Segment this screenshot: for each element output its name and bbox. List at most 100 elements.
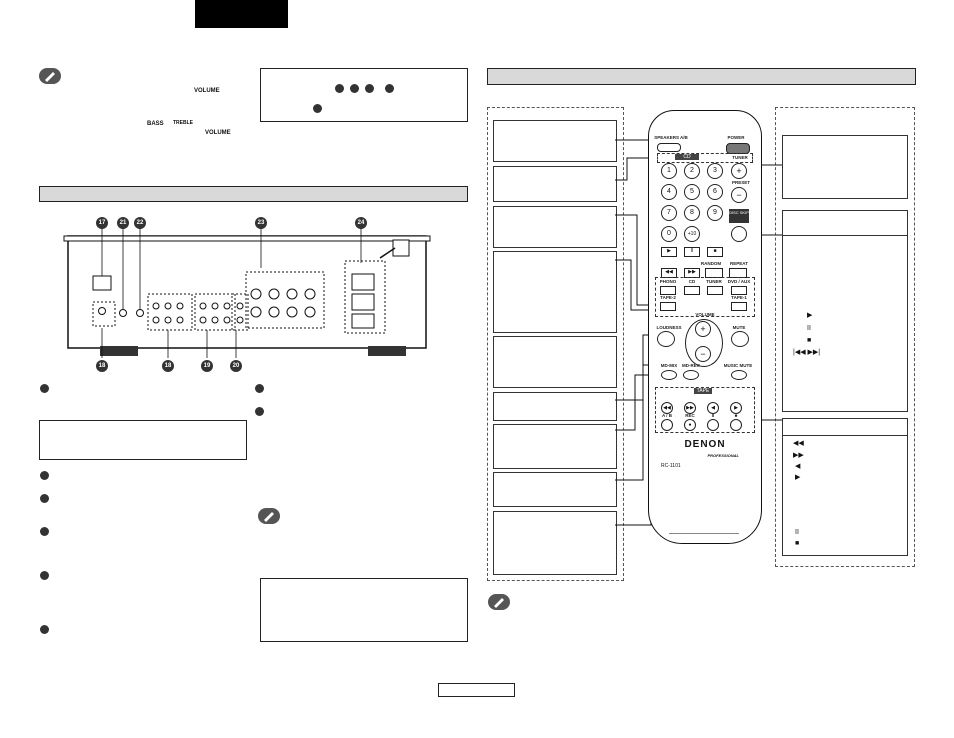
note-box-top [260, 68, 468, 122]
disc-skip-round-button[interactable] [731, 226, 747, 242]
tape1-button[interactable] [731, 302, 747, 311]
bullet [255, 407, 264, 416]
note-box-mid-left [39, 420, 247, 460]
num-2-button[interactable]: 2 [684, 163, 700, 179]
tape-ffwd-button[interactable]: ▶▶ [684, 402, 696, 414]
md-rec-button[interactable] [683, 370, 699, 380]
tape-forward-button[interactable]: ▶ [730, 402, 742, 414]
volume-label: VOLUME [695, 312, 715, 317]
power-label: POWER [727, 135, 745, 140]
left-callout-column [487, 107, 624, 581]
desc-box-cd [493, 166, 617, 202]
desc-box-tape: ◀◀ ▶▶ ◀ ▶ II ■ [782, 418, 908, 556]
callout-circle [313, 104, 322, 113]
speakers-label: SPEAKERS A/B [654, 135, 688, 140]
tape-pause-label: II [711, 413, 715, 418]
tuner-label: TUNER [732, 155, 748, 160]
preset-up-button[interactable]: + [731, 163, 747, 179]
callout-17: 17 [96, 217, 108, 229]
tape-stop-button[interactable] [730, 419, 742, 431]
num-6-button[interactable]: 6 [707, 184, 723, 200]
treble-label: TREBLE [173, 120, 193, 126]
disc-skip-button[interactable]: DISC SKIP [729, 209, 749, 223]
num-1-button[interactable]: 1 [661, 163, 677, 179]
tuner-button[interactable] [707, 286, 723, 295]
rewind-symbol: ◀◀ [793, 440, 804, 447]
bullet [40, 494, 49, 503]
bullet [255, 384, 264, 393]
callout-circle [365, 84, 374, 93]
pause-button[interactable]: II [684, 247, 700, 257]
bullet [40, 384, 49, 393]
brand-sub: PROFESSIONAL [707, 453, 739, 458]
cd-header: CD [675, 154, 699, 160]
tape-rewind-button[interactable]: ◀◀ [661, 402, 673, 414]
desc-box-md-mix [493, 472, 617, 507]
tape-reverse-button[interactable]: ◀ [707, 402, 719, 414]
tape-ab-button[interactable] [661, 419, 673, 431]
num-9-button[interactable]: 9 [707, 205, 723, 221]
mute-button[interactable] [731, 331, 749, 347]
play-button[interactable]: ▶ [661, 247, 677, 257]
num-3-button[interactable]: 3 [707, 163, 723, 179]
callout-circle [385, 84, 394, 93]
loudness-button[interactable] [657, 331, 675, 347]
tape-rec-button[interactable]: ● [684, 419, 696, 431]
play-symbol: ▶ [807, 312, 813, 319]
callout-circle [350, 84, 359, 93]
desc-box-speakers [493, 120, 617, 162]
num-8-button[interactable]: 8 [684, 205, 700, 221]
tape-pause-button[interactable] [707, 419, 719, 431]
volume-up-button[interactable]: + [695, 321, 711, 337]
tape-rec-label: REC [685, 413, 695, 418]
callout-18b: 18 [162, 360, 174, 372]
num-7-button[interactable]: 7 [661, 205, 677, 221]
tape-stop-symbol: ■ [795, 540, 800, 547]
speakers-ab-button[interactable] [657, 143, 681, 152]
right-callout-column [775, 107, 915, 567]
reverse-play-symbol: ◀ [795, 463, 801, 470]
bullet [40, 571, 49, 580]
tape-pause-symbol: II [795, 529, 799, 536]
num-5-button[interactable]: 5 [684, 184, 700, 200]
forward-play-symbol: ▶ [795, 474, 801, 481]
md-mix-button[interactable] [661, 370, 677, 380]
tape-header: TAPE [694, 388, 712, 394]
bullet [40, 471, 49, 480]
tape1-label: TAPE-1 [731, 295, 747, 300]
cd-label: CD [688, 279, 696, 284]
desc-box-md-rec [493, 424, 617, 469]
md-mix-label: MD-MIX [660, 363, 678, 368]
callout-21: 21 [117, 217, 129, 229]
memo-pencil-icon [258, 508, 280, 524]
callout-20: 20 [230, 360, 242, 372]
volume-down-button[interactable]: − [695, 346, 711, 362]
cd-button[interactable] [684, 286, 700, 295]
desc-box-tuner [782, 135, 908, 199]
random-label: RANDOM [700, 261, 722, 266]
num-0-button[interactable]: 0 [661, 226, 677, 242]
remote-control-body: SPEAKERS A/B POWER CD 1 2 3 4 5 6 7 8 9 … [648, 110, 762, 544]
tuner-src-label: TUNER [706, 279, 722, 284]
dvd-aux-button[interactable] [731, 286, 747, 295]
preset-down-button[interactable]: − [731, 187, 747, 203]
phono-button[interactable] [660, 286, 676, 295]
section-header-rear-panel [39, 186, 468, 202]
stop-symbol: ■ [807, 337, 812, 344]
section-header-remote [487, 68, 916, 85]
md-rec-label: MD-REC [682, 363, 700, 368]
desc-box-loudness [493, 336, 617, 388]
music-mute-button[interactable] [731, 370, 747, 380]
stop-button[interactable]: ■ [707, 247, 723, 257]
desc-box-music-mute [493, 511, 617, 575]
bullet [40, 625, 49, 634]
num-4-button[interactable]: 4 [661, 184, 677, 200]
music-mute-label: MUSIC MUTE [723, 363, 753, 368]
ffwd-symbol: ▶▶ [793, 452, 804, 459]
num-plus10-button[interactable]: +10 [684, 226, 700, 242]
tape2-button[interactable] [660, 302, 676, 311]
callout-circle [335, 84, 344, 93]
skip-symbol: |◀◀ ▶▶| [793, 349, 821, 356]
language-tab [195, 0, 288, 28]
volume-label-2: VOLUME [205, 130, 231, 136]
